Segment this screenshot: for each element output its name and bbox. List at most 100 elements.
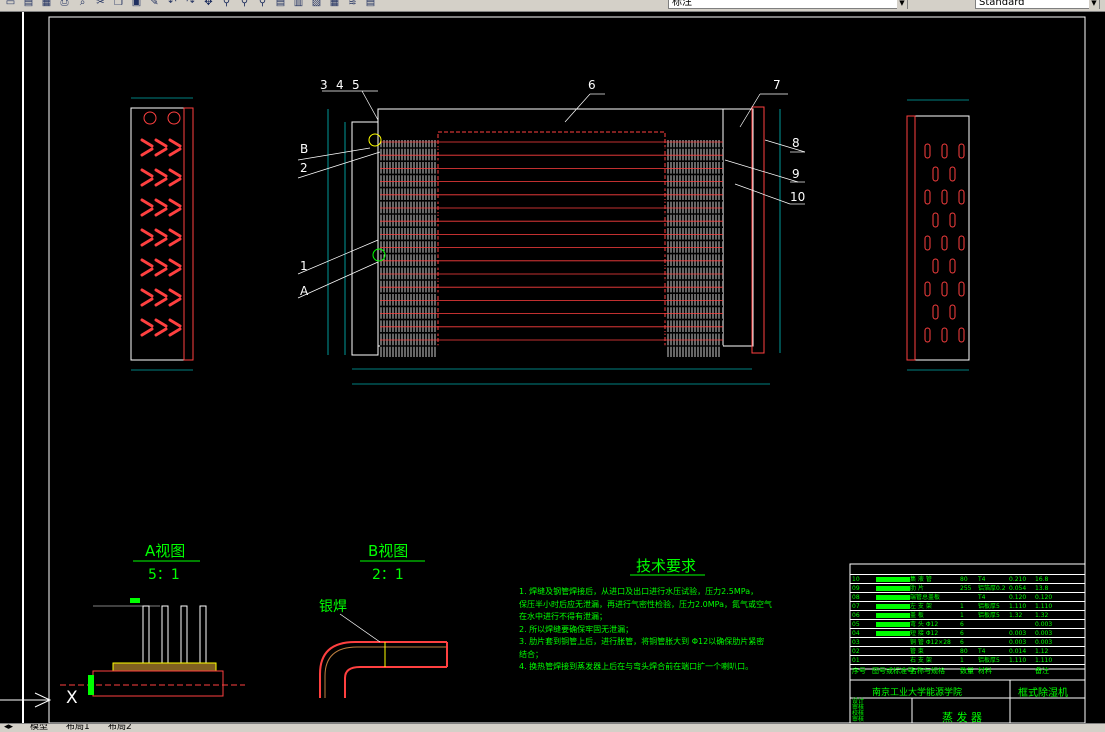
fin-slot [154,288,168,298]
fin-slot [140,318,154,328]
fin-slot [168,258,182,268]
fin-slot [168,327,182,337]
calculator-icon[interactable]: ▦ [329,0,340,8]
fin-slot [168,177,182,187]
toolpalettes-icon[interactable]: ▧ [311,0,322,8]
fin-slot [941,143,948,159]
fin-slot [154,198,168,208]
fin-slot [140,327,154,337]
tab-model[interactable]: 模型 [30,723,49,732]
fin-slot [168,168,182,178]
redo-icon[interactable]: ↷ [186,0,195,8]
fin-slot [168,267,182,277]
fin-slot [140,267,154,277]
left-border-line [22,2,24,732]
fin-slot [941,235,948,251]
fin-slot [140,258,154,268]
fin-slot [154,228,168,238]
chevron-down-icon[interactable]: ▼ [1089,0,1099,9]
fin-slot [924,235,931,251]
zoom-window-icon[interactable]: ⚲ [240,0,249,8]
paste-icon[interactable]: ▣ [131,0,142,8]
fin-slot [140,198,154,208]
open-icon[interactable]: ▤ [23,0,34,8]
tab-nav-arrows[interactable]: ◂▸ [4,723,14,732]
preview-icon[interactable]: ⌕ [79,0,86,8]
fin-slot [949,212,956,228]
fin-slot [154,327,168,337]
pan-icon[interactable]: ✥ [204,0,213,8]
fin-slot [140,237,154,247]
fin-slot [154,318,168,328]
right-side-view [906,99,970,371]
designcenter-icon[interactable]: ▥ [293,0,304,8]
fin-slot [932,166,939,182]
save-icon[interactable]: ▦ [41,0,52,8]
fin-slot [924,143,931,159]
fin-slot [941,189,948,205]
main-front-view [327,106,781,385]
view-a-detail [60,560,245,697]
tab-layout1[interactable]: 布局1 [66,723,90,732]
cut-icon[interactable]: ✂ [96,0,105,8]
fin-slot [958,235,965,251]
fin-slot [154,297,168,307]
fin-slot [154,207,168,217]
fin-slot [140,207,154,217]
fin-slot [154,147,168,157]
fin-slot [949,166,956,182]
tab-layout2[interactable]: 布局2 [108,723,132,732]
zoom-previous-icon[interactable]: ⚲ [258,0,267,8]
fin-slot [168,198,182,208]
matchprop-icon[interactable]: ✎ [150,0,159,8]
layer-state-icon[interactable]: ▤ [365,0,376,8]
fin-slot [949,258,956,274]
fin-slot [941,327,948,343]
style-combo-value: Standard [979,0,1025,8]
layout-tabs: ◂▸ 模型 布局1 布局2 [0,723,1105,732]
fin-slot [140,288,154,298]
ucs-icon [0,692,52,708]
fin-slot [168,237,182,247]
layer-combo-value: 标注 [672,0,692,8]
fin-slot [168,147,182,157]
fin-slot [168,318,182,328]
fin-slot [154,267,168,277]
fin-slot [140,147,154,157]
fin-slot [932,304,939,320]
fin-slot [154,138,168,148]
fin-slot [924,189,931,205]
fin-slot [140,168,154,178]
fin-slot [154,237,168,247]
print-icon[interactable]: ⎙ [60,0,69,8]
fin-slot [140,138,154,148]
callout-leaders [297,90,806,299]
standard-toolbar: ▭ ▤ ▦ ⎙ ⌕ ✂ ❐ ▣ ✎ ↶ ↷ ✥ ⚲ ⚲ ⚲ ▤ ▥ ▧ ▦ ≋ ▤ 标注 ▼ Standard ▼ [0,0,1105,12]
style-combo[interactable]: Standard ▼ [975,0,1100,9]
fin-slot [154,258,168,268]
fin-slot [168,138,182,148]
properties-icon[interactable]: ▤ [275,0,286,8]
fin-slot [958,143,965,159]
fin-slot [168,228,182,238]
fin-slot [168,207,182,217]
chevron-down-icon[interactable]: ▼ [897,0,907,9]
fin-slot [941,281,948,297]
fin-slot [958,327,965,343]
fin-slot [154,177,168,187]
view-b-detail [319,560,448,698]
fin-slot [154,168,168,178]
fin-slot [958,189,965,205]
layer-manager-icon[interactable]: ≋ [348,0,357,8]
copy-icon[interactable]: ❐ [114,0,123,8]
fin-slot [924,327,931,343]
fin-slot [140,297,154,307]
title-block-grid [849,563,1086,724]
zoom-realtime-icon[interactable]: ⚲ [222,0,231,8]
fin-slot [140,177,154,187]
new-icon[interactable]: ▭ [5,0,16,8]
undo-icon[interactable]: ↶ [168,0,177,8]
layer-combo[interactable]: 标注 ▼ [668,0,908,9]
